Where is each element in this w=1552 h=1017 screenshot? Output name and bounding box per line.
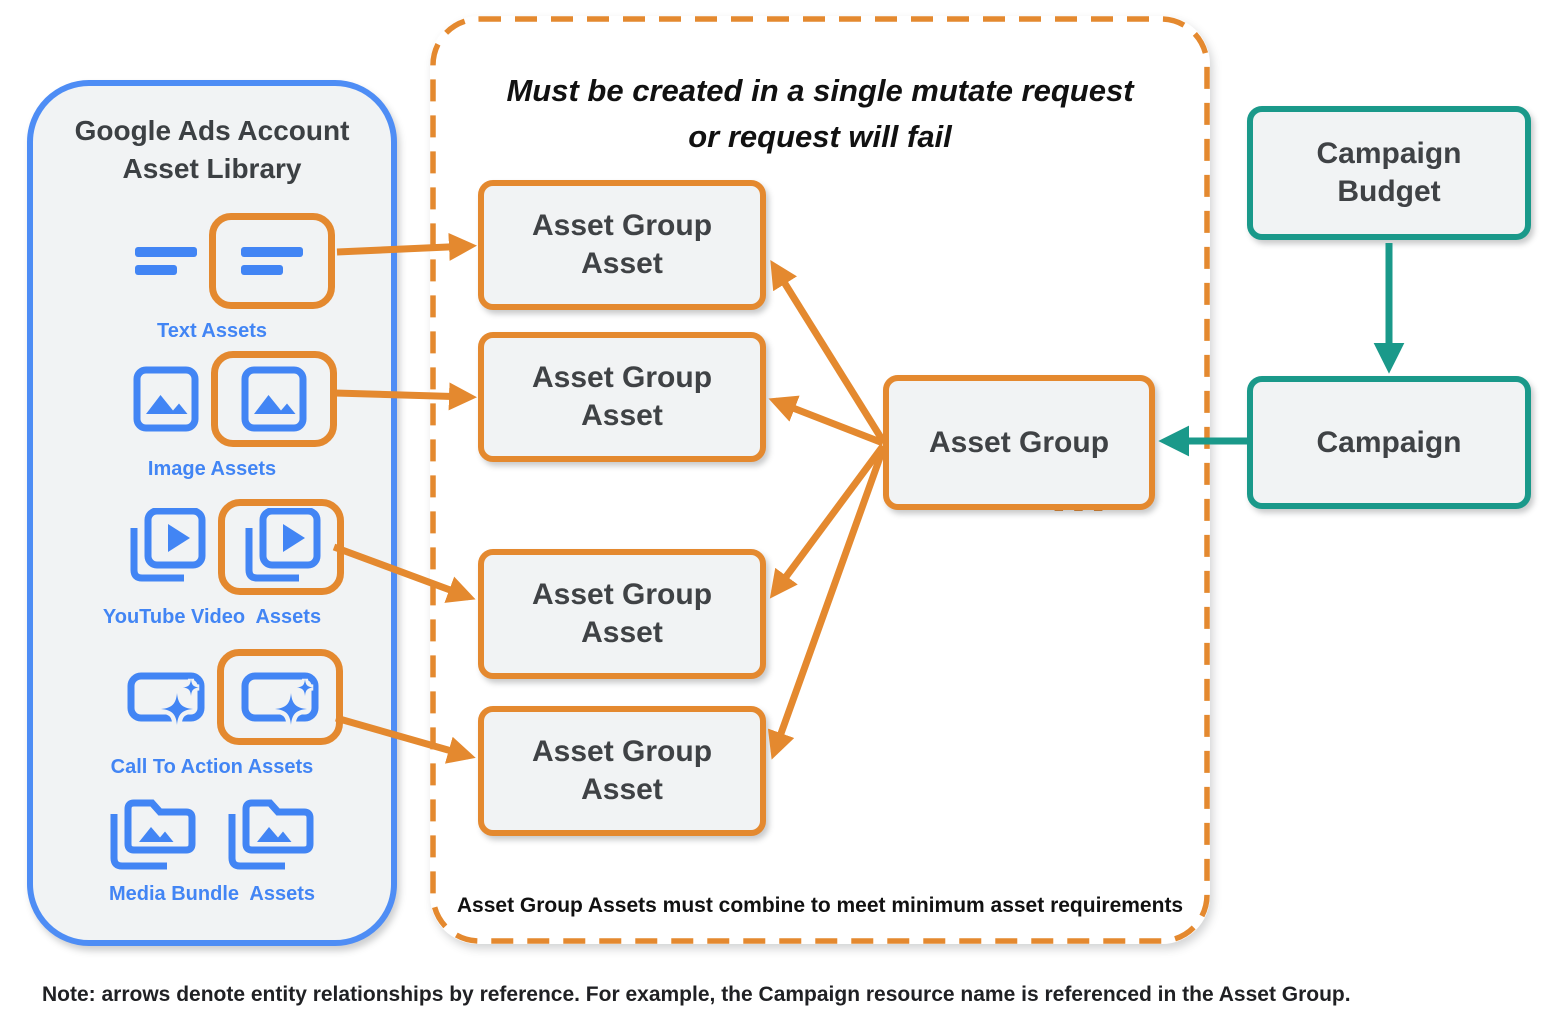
text-assets-row: Text Assets	[33, 213, 391, 343]
call-to-action-asset-icon-highlighted	[217, 649, 343, 745]
asset-group-asset-box-2-line1: Asset Group	[531, 361, 713, 394]
asset-group-asset-box-4-line1: Asset Group	[531, 735, 713, 768]
media-bundle-asset-icon	[107, 792, 199, 872]
call-to-action-assets-label: Call To Action Assets	[110, 756, 314, 778]
asset-group-box: Asset Group	[883, 375, 1155, 510]
youtube-video-asset-icon	[126, 508, 206, 586]
asset-library-panel: Google Ads Account Asset Library Text As…	[27, 80, 397, 946]
text-assets-label: Text Assets	[156, 320, 268, 342]
campaign-label: Campaign	[1316, 425, 1462, 459]
mutate-request-title-line1: Must be created in a single mutate reque…	[506, 73, 1134, 108]
asset-group-asset-box-4-line2: Asset	[581, 773, 663, 806]
campaign-budget-line2: Budget	[1337, 175, 1441, 208]
asset-library-title: Google Ads Account Asset Library	[33, 112, 391, 188]
text-asset-icon-highlighted	[209, 213, 335, 309]
text-asset-icon	[135, 247, 197, 275]
youtube-video-assets-label: YouTube Video Assets	[102, 606, 322, 628]
campaign-box: Campaign	[1247, 376, 1531, 509]
asset-group-asset-box-1-line1: Asset Group	[531, 209, 713, 242]
image-assets-label: Image Assets	[147, 458, 277, 480]
media-bundle-assets-label: Media Bundle Assets	[109, 883, 315, 905]
media-bundle-asset-icon-2	[225, 792, 317, 872]
asset-library-title-line2: Asset Library	[122, 153, 302, 184]
mutate-request-title-line2: or request will fail	[688, 119, 952, 154]
asset-group-asset-box-1-line2: Asset	[581, 247, 663, 280]
image-asset-icon	[133, 366, 199, 432]
image-assets-row: Image Assets	[33, 351, 391, 481]
asset-library-title-line1: Google Ads Account	[74, 115, 350, 146]
asset-group-asset-box-3-line1: Asset Group	[531, 578, 713, 611]
youtube-video-asset-icon-highlighted	[218, 499, 344, 595]
mutate-request-title: Must be created in a single mutate reque…	[430, 68, 1210, 160]
footnote: Note: arrows denote entity relationships…	[42, 983, 1351, 1006]
image-assets-icon-pair	[56, 351, 414, 447]
call-to-action-asset-icon	[127, 666, 205, 728]
call-to-action-assets-icon-pair	[56, 649, 414, 745]
youtube-video-assets-row: YouTube Video Assets	[33, 499, 391, 629]
asset-group-asset-box-3-line2: Asset	[581, 616, 663, 649]
image-asset-icon-highlighted	[211, 351, 337, 447]
asset-group-asset-box-2-line2: Asset	[581, 399, 663, 432]
youtube-video-assets-icon-pair	[56, 499, 414, 595]
text-assets-icon-pair	[56, 213, 414, 309]
call-to-action-assets-row: Call To Action Assets	[33, 649, 391, 779]
minimum-requirements-caption: Asset Group Assets must combine to meet …	[456, 894, 1184, 917]
campaign-budget-line1: Campaign	[1316, 137, 1462, 170]
asset-group-label: Asset Group	[928, 425, 1110, 459]
media-bundle-assets-icon-pair	[33, 792, 391, 872]
media-bundle-assets-row: Media Bundle Assets	[33, 792, 391, 906]
